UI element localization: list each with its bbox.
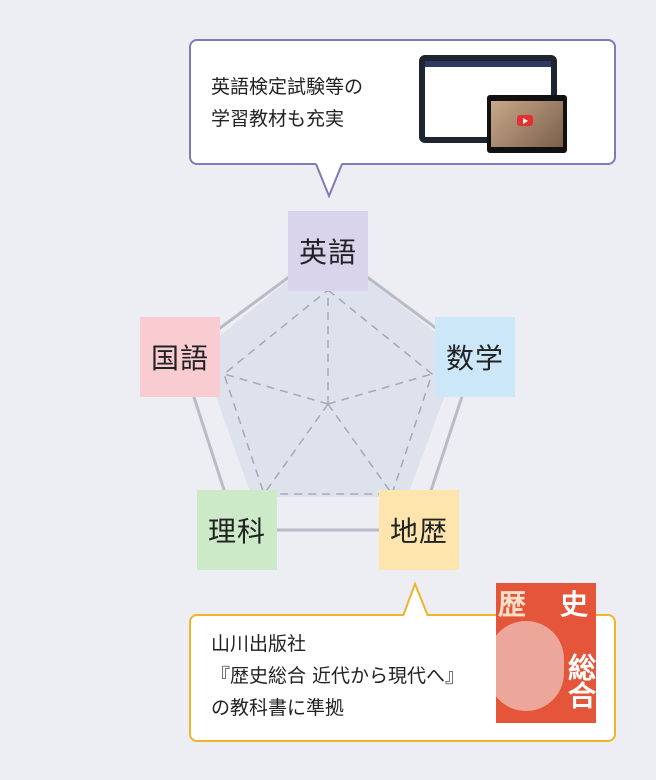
video-thumbnail-icon [487,95,567,153]
book-title-char3: 総合 [564,653,596,709]
book-title-char2: 史 [560,588,589,621]
bottom-callout-text: 山川出版社 『歴史総合 近代から現代へ』 の教科書に準拠 [211,628,464,724]
top-callout-text: 英語検定試験等の 学習教材も充実 [211,71,363,135]
pentagon-dashed-lines [223,289,433,495]
bottom-callout-tail [402,581,429,617]
bottom-callout-line3: の教科書に準拠 [211,697,345,719]
pentagon-inner-fill [200,248,461,497]
subject-english-label: 英語 [298,236,357,269]
bottom-callout-line2: 『歴史総合 近代から現代へ』 [211,665,465,687]
subject-science-label: 理科 [207,515,266,548]
subject-science: 理科 [197,490,277,570]
subject-english: 英語 [288,211,368,291]
subject-geohistory-label: 地歴 [389,515,448,548]
subject-japanese: 国語 [140,317,220,397]
textbook-cover-image: 歴 史 総合 [496,583,596,723]
top-callout-line2: 学習教材も充実 [211,108,345,130]
subject-japanese-label: 国語 [150,342,209,375]
subject-math-label: 数学 [445,342,504,375]
subject-math: 数学 [435,317,515,397]
subject-geohistory: 地歴 [379,490,459,570]
top-callout-tail [315,163,343,199]
top-callout-line1: 英語検定試験等の [211,76,364,98]
top-callout: 英語検定試験等の 学習教材も充実 [189,39,616,165]
bottom-callout-line1: 山川出版社 [211,633,307,655]
play-icon [517,115,533,126]
book-title-char1: 歴 [498,588,527,621]
